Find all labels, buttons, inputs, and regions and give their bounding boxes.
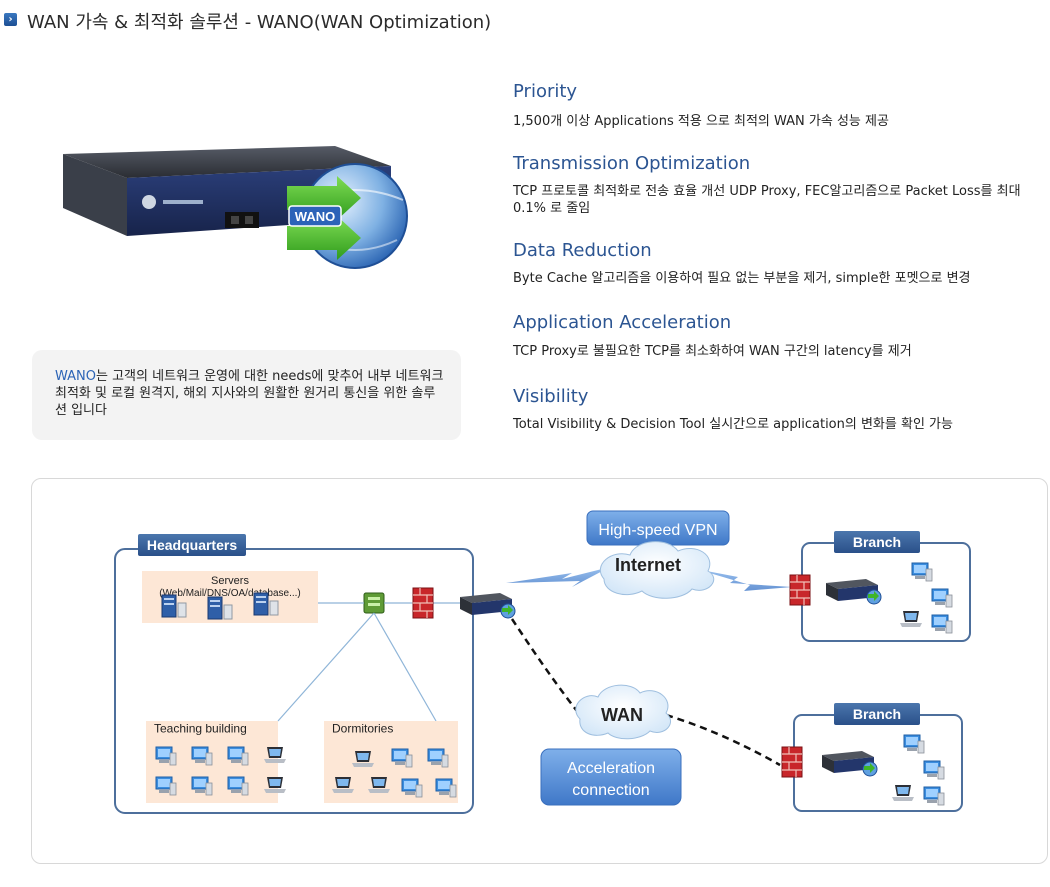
hq-label-box xyxy=(138,534,246,556)
feature-title-app-acceleration: Application Acceleration xyxy=(513,312,732,333)
wan-cloud xyxy=(575,684,672,740)
feature-title-data-reduction: Data Reduction xyxy=(513,240,652,261)
desktop-icon xyxy=(923,786,945,806)
product-image: WANO xyxy=(63,146,408,269)
chevron-right-icon: › xyxy=(4,13,17,26)
wano-device-icon xyxy=(825,578,882,605)
network-diagram: Headquarters Servers (Web/Mail/DNS/OA/da… xyxy=(31,478,1048,864)
feature-desc-data-reduction: Byte Cache 알고리즘을 이용하여 필요 없는 부분을 제거, simp… xyxy=(513,271,971,286)
link-line xyxy=(373,612,437,722)
feature-desc-app-acceleration: TCP Proxy로 불필요한 TCP를 최소화하여 WAN 구간의 laten… xyxy=(513,344,912,359)
lightning-link xyxy=(506,567,610,587)
feature-title-priority: Priority xyxy=(513,81,578,102)
acceleration-label-line2: connection xyxy=(572,782,649,799)
intro-body: 는 고객의 네트워크 운영에 대한 needs에 맞추어 내부 네트워크 최적화… xyxy=(55,369,444,418)
branch1-label-box xyxy=(834,531,920,553)
branch2-label: Branch xyxy=(853,706,901,722)
product-badge: WANO xyxy=(295,209,335,224)
branch1-label: Branch xyxy=(853,534,901,550)
feature-desc-transmission: TCP 프로토콜 최적화로 전송 효율 개선 UDP Proxy, FEC알고리… xyxy=(513,184,1021,216)
wan-link xyxy=(665,713,781,767)
feature-desc-priority: 1,500개 이상 Applications 적용 으로 최적의 WAN 가속 … xyxy=(513,114,889,129)
internet-label: Internet xyxy=(615,555,681,575)
desktop-icon xyxy=(911,562,933,582)
vpn-label: High-speed VPN xyxy=(598,522,717,539)
desktop-icon xyxy=(923,760,945,780)
diagram-canvas: Headquarters Servers (Web/Mail/DNS/OA/da… xyxy=(114,510,971,814)
acceleration-box xyxy=(540,748,682,806)
internet-cloud xyxy=(599,541,715,599)
desktop-icon xyxy=(903,734,925,754)
firewall-icon xyxy=(781,746,803,778)
link-line xyxy=(277,612,375,722)
wano-device-icon xyxy=(459,592,516,619)
intro-box: WANO는 고객의 네트워크 운영에 대한 needs에 맞추어 내부 네트워크… xyxy=(32,350,461,440)
wano-device-icon xyxy=(821,750,878,777)
hq-label: Headquarters xyxy=(147,537,237,553)
intro-text: WANO는 고객의 네트워크 운영에 대한 needs에 맞추어 내부 네트워크… xyxy=(55,368,445,419)
page-title: WAN 가속 & 최적화 솔루션 - WANO(WAN Optimization… xyxy=(27,12,492,33)
branch2-label-box xyxy=(834,703,920,725)
dorm-label: Dormitories xyxy=(332,722,393,736)
firewall-icon xyxy=(412,587,434,619)
server-top xyxy=(63,146,391,178)
firewall-icon xyxy=(789,574,811,606)
feature-title-transmission: Transmission Optimization xyxy=(513,153,751,174)
intro-highlight: WANO xyxy=(55,369,96,384)
servers-label: Servers xyxy=(211,575,249,587)
acceleration-label-line1: Acceleration xyxy=(567,760,655,777)
desktop-icon xyxy=(931,614,953,634)
lightning-link xyxy=(696,569,792,591)
arrow-icon xyxy=(287,216,361,260)
desktop-icon xyxy=(931,588,953,608)
wan-label: WAN xyxy=(601,705,643,725)
servers-sublabel: (Web/Mail/DNS/OA/database...) xyxy=(159,588,301,599)
hq-frame xyxy=(114,548,474,814)
laptop-icon xyxy=(900,611,922,627)
feature-title-visibility: Visibility xyxy=(513,386,589,407)
laptop-icon xyxy=(892,785,914,801)
feature-desc-visibility: Total Visibility & Decision Tool 실시간으로 a… xyxy=(513,417,953,432)
teaching-label: Teaching building xyxy=(154,722,247,736)
wan-link xyxy=(510,618,581,716)
